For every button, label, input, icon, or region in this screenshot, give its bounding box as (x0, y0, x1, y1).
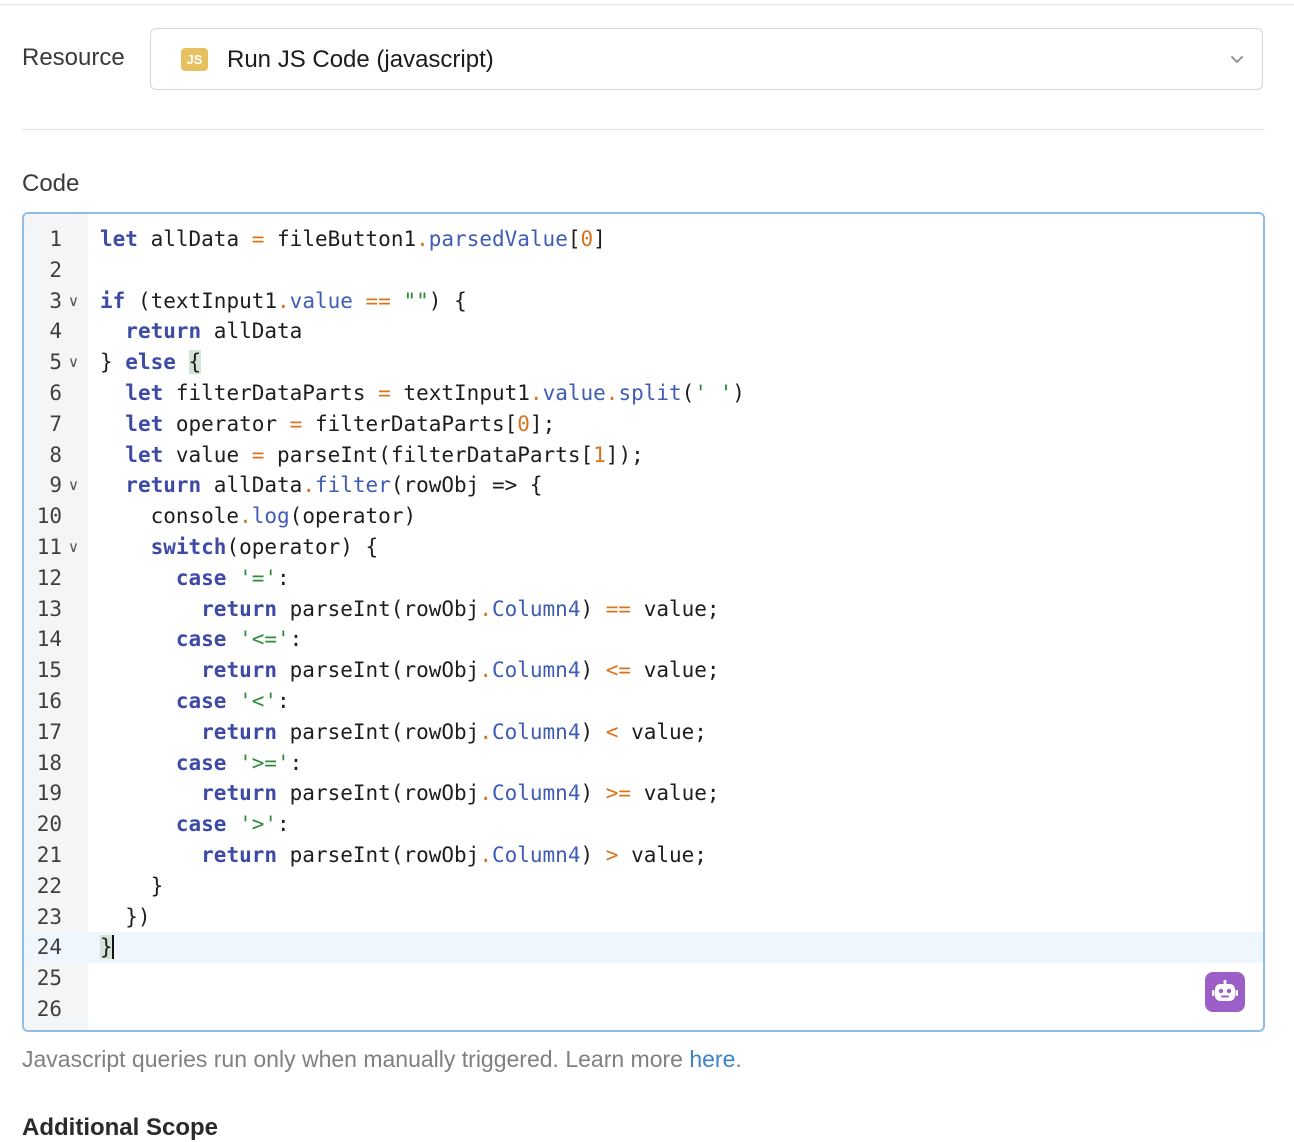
help-text: Javascript queries run only when manuall… (22, 1046, 742, 1073)
code-text: let filterDataParts = textInput1.value.s… (125, 380, 745, 405)
help-text-suffix: . (735, 1046, 742, 1072)
line-number: 3 (49, 288, 62, 313)
code-text: } else { (100, 350, 202, 375)
code-text: return parseInt(rowObj.Column4) >= value… (201, 781, 720, 806)
code-line[interactable]: 20 case '>': (24, 809, 1263, 840)
additional-scope-label: Additional Scope (22, 1114, 219, 1141)
line-number: 26 (36, 996, 62, 1021)
text-cursor (111, 935, 114, 960)
line-number: 22 (36, 873, 62, 898)
top-border (0, 0, 1294, 5)
line-number: 25 (36, 966, 62, 991)
fold-chevron-icon[interactable]: ∨ (68, 353, 79, 372)
code-line[interactable]: 19 return parseInt(rowObj.Column4) >= va… (24, 778, 1263, 809)
code-line[interactable]: 22 } (24, 871, 1263, 902)
code-line[interactable]: 1 let allData = fileButton1.parsedValue[0… (24, 224, 1263, 255)
code-line[interactable]: 13 return parseInt(rowObj.Column4) == va… (24, 594, 1263, 625)
code-line[interactable]: 14 case '<=': (24, 624, 1263, 655)
code-line[interactable]: 3 ∨ if (textInput1.value == "") { (24, 286, 1263, 317)
code-text: console.log(operator) (100, 504, 417, 529)
code-line[interactable]: 2 (24, 255, 1263, 286)
line-number: 12 (36, 565, 62, 590)
code-text: return parseInt(rowObj.Column4) < value; (201, 719, 707, 744)
code-line[interactable]: 9 ∨ return allData.filter(rowObj => { (24, 470, 1263, 501)
code-text: let allData = fileButton1.parsedValue[0] (100, 227, 606, 251)
code-label: Code (22, 170, 80, 197)
code-line[interactable]: 10 console.log(operator) (24, 501, 1263, 532)
code-line[interactable]: 11 ∨ switch(operator) { (24, 532, 1263, 563)
code-lines[interactable]: 1 let allData = fileButton1.parsedValue[0… (24, 224, 1263, 1025)
code-line[interactable]: 18 case '>=': (24, 748, 1263, 779)
line-number: 21 (36, 842, 62, 867)
divider (22, 129, 1265, 130)
code-text: } (100, 873, 164, 898)
resource-label: Resource (22, 44, 125, 71)
learn-more-link[interactable]: here (689, 1046, 736, 1072)
code-text: }) (100, 904, 151, 929)
code-line[interactable]: 8 let value = parseInt(filterDataParts[1… (24, 440, 1263, 471)
code-editor[interactable]: 1 let allData = fileButton1.parsedValue[0… (22, 212, 1265, 1032)
line-number: 14 (36, 627, 62, 652)
code-line[interactable]: 25 (24, 963, 1263, 994)
chevron-down-icon[interactable] (1228, 50, 1246, 68)
line-number-gutter (24, 214, 88, 1030)
line-number: 6 (49, 380, 62, 405)
line-number: 1 (49, 227, 62, 251)
resource-value: Run JS Code (javascript) (227, 46, 494, 73)
code-line[interactable]: 23 }) (24, 902, 1263, 933)
code-text: return parseInt(rowObj.Column4) > value; (201, 842, 707, 867)
code-line[interactable]: 21 return parseInt(rowObj.Column4) > val… (24, 840, 1263, 871)
code-text: return allData (125, 319, 303, 344)
line-number: 11 (36, 534, 62, 559)
line-number: 20 (36, 812, 62, 837)
code-line[interactable]: 5 ∨ } else { (24, 347, 1263, 378)
code-text: return allData.filter(rowObj => { (125, 473, 543, 498)
line-number: 23 (36, 904, 62, 929)
code-text: case '>': (175, 812, 290, 837)
line-number: 9 (49, 473, 62, 498)
code-text: let value = parseInt(filterDataParts[1])… (125, 442, 644, 467)
line-number: 13 (36, 596, 62, 621)
code-text: case '<=': (175, 627, 303, 652)
code-line[interactable]: 7 let operator = filterDataParts[0]; (24, 409, 1263, 440)
line-number: 8 (49, 442, 62, 467)
code-text: switch(operator) { (150, 534, 379, 559)
line-number: 2 (49, 257, 62, 282)
code-text: if (textInput1.value == "") { (100, 288, 467, 313)
line-number: 10 (36, 504, 62, 529)
fold-chevron-icon[interactable]: ∨ (68, 291, 79, 310)
robot-icon (1212, 980, 1238, 1001)
code-text: let operator = filterDataParts[0]; (125, 411, 556, 436)
code-line[interactable]: 16 case '<': (24, 686, 1263, 717)
ai-assistant-button[interactable] (1205, 972, 1245, 1012)
fold-chevron-icon[interactable]: ∨ (68, 537, 79, 556)
code-line[interactable]: 15 return parseInt(rowObj.Column4) <= va… (24, 655, 1263, 686)
line-number: 7 (49, 411, 62, 436)
code-text: case '<': (175, 688, 290, 713)
code-line[interactable]: 26 (24, 994, 1263, 1025)
code-text: return parseInt(rowObj.Column4) == value… (201, 596, 720, 621)
js-icon: JS (181, 48, 208, 71)
code-line[interactable]: 24} (24, 932, 1263, 964)
line-number: 24 (36, 935, 62, 960)
line-number: 5 (49, 350, 62, 375)
line-number: 19 (36, 781, 62, 806)
help-text-body: Javascript queries run only when manuall… (22, 1046, 690, 1072)
code-text: } (100, 935, 114, 960)
code-text: case '>=': (175, 750, 303, 775)
line-number: 17 (36, 719, 62, 744)
code-line[interactable]: 12 case '=': (24, 563, 1263, 594)
line-number: 16 (36, 688, 62, 713)
code-text: return parseInt(rowObj.Column4) <= value… (201, 658, 720, 683)
fold-chevron-icon[interactable]: ∨ (68, 476, 79, 495)
code-line[interactable]: 6 let filterDataParts = textInput1.value… (24, 378, 1263, 409)
resource-select[interactable]: JS Run JS Code (javascript) (150, 28, 1263, 90)
code-text: case '=': (175, 565, 290, 590)
line-number: 15 (36, 658, 62, 683)
code-line[interactable]: 17 return parseInt(rowObj.Column4) < val… (24, 717, 1263, 748)
code-line[interactable]: 4 return allData (24, 316, 1263, 347)
line-number: 4 (49, 319, 62, 344)
line-number: 18 (36, 750, 62, 775)
